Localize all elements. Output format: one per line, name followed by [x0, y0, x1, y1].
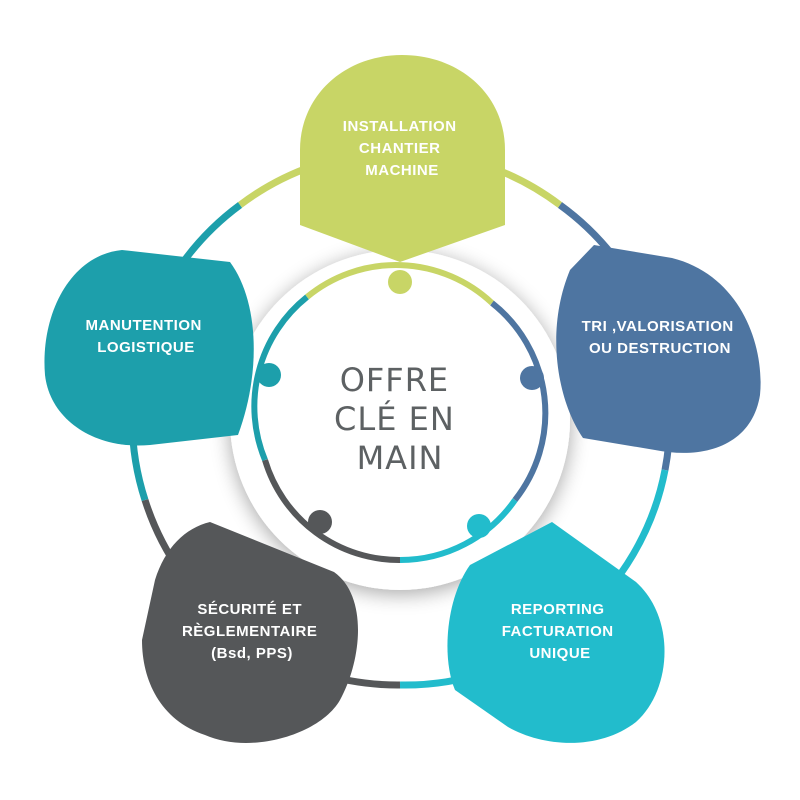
petal-shape-manutention	[44, 250, 254, 446]
inner-ring-dots	[257, 270, 544, 538]
inner-ring-navy	[490, 300, 549, 502]
dot-charcoal	[308, 510, 332, 534]
petal-shape-tri	[556, 245, 761, 453]
inner-ring-cyan	[399, 498, 518, 564]
inner-ring-lime	[305, 261, 495, 306]
center-title: OFFRE CLÉ EN MAIN	[334, 361, 466, 477]
label-tri: TRI ,VALORISATION OU DESTRUCTION	[582, 318, 739, 357]
center-circle	[230, 250, 570, 590]
petal-shape-securite	[142, 522, 358, 743]
petal-installation[interactable]: INSTALLATION CHANTIER MACHINE	[300, 55, 505, 262]
label-securite: SÉCURITÉ ET RÈGLEMENTAIRE (Bsd, PPS)	[182, 601, 322, 662]
dot-teal	[257, 363, 281, 387]
petal-shape-reporting	[447, 522, 665, 743]
label-reporting: REPORTING FACTURATION UNIQUE	[502, 601, 619, 662]
petal-securite[interactable]: SÉCURITÉ ET RÈGLEMENTAIRE (Bsd, PPS)	[142, 522, 358, 743]
dot-navy	[520, 366, 544, 390]
petal-reporting[interactable]: REPORTING FACTURATION UNIQUE	[447, 522, 665, 743]
label-installation: INSTALLATION CHANTIER MACHINE	[343, 118, 461, 179]
petal-shape-installation	[300, 55, 505, 262]
petal-tri[interactable]: TRI ,VALORISATION OU DESTRUCTION	[556, 245, 761, 453]
dot-cyan	[467, 514, 491, 538]
label-manutention: MANUTENTION LOGISTIQUE	[86, 317, 207, 356]
dot-lime	[388, 270, 412, 294]
petal-manutention[interactable]: MANUTENTION LOGISTIQUE	[44, 250, 254, 446]
